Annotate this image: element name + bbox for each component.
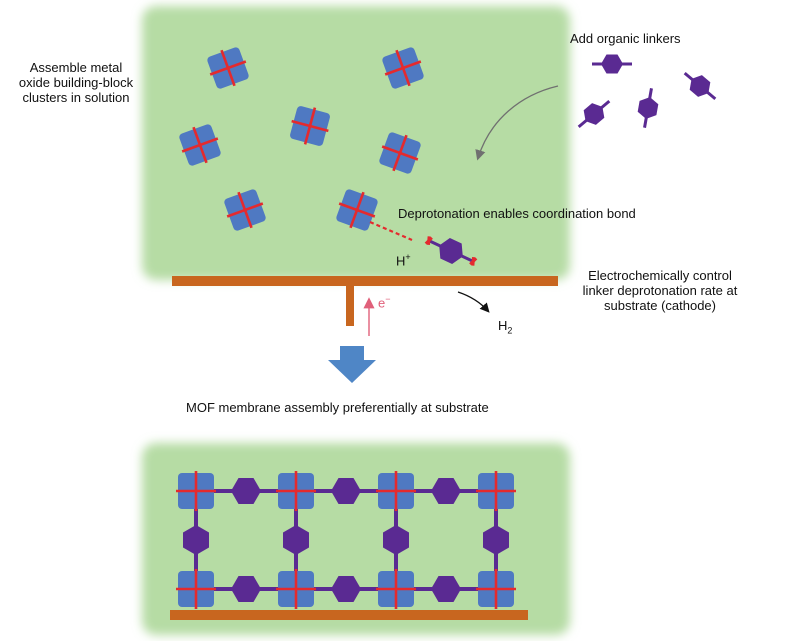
organic-linker-icon bbox=[483, 525, 509, 555]
mof-assembly-label: MOF membrane assembly preferentially at … bbox=[186, 400, 489, 415]
organic-linker-icon bbox=[331, 478, 361, 504]
electro-line-3: substrate (cathode) bbox=[603, 298, 716, 313]
metal-oxide-cluster-icon bbox=[290, 106, 330, 146]
substrate-bottom bbox=[170, 610, 528, 620]
organic-linker-icon bbox=[331, 576, 361, 602]
metal-oxide-cluster-icon bbox=[276, 471, 316, 511]
process-down-arrow-icon bbox=[328, 346, 376, 383]
organic-linker-icon bbox=[431, 576, 461, 602]
electro-line-1: Electrochemically control bbox=[588, 268, 732, 283]
metal-oxide-cluster-icon bbox=[376, 471, 416, 511]
proton-charge: + bbox=[405, 252, 411, 262]
metal-oxide-cluster-icon bbox=[476, 471, 516, 511]
mof-network bbox=[176, 471, 516, 609]
organic-linker-icon bbox=[231, 478, 261, 504]
add-linkers-label: Add organic linkers bbox=[570, 31, 681, 46]
hydrogen-symbol: H bbox=[498, 318, 508, 333]
metal-oxide-cluster-icon bbox=[382, 47, 424, 89]
linker-near-substrate bbox=[424, 236, 478, 266]
organic-linker-icon bbox=[577, 99, 611, 129]
metal-oxide-cluster-icon bbox=[336, 189, 378, 231]
organic-linker-icon bbox=[283, 525, 309, 555]
electron-symbol: e bbox=[378, 295, 386, 311]
assemble-line-1: Assemble metal bbox=[29, 60, 123, 75]
assemble-clusters-label: Assemble metal oxide building-block clus… bbox=[6, 60, 146, 105]
organic-linker-icon bbox=[383, 525, 409, 555]
organic-linker-icon bbox=[424, 236, 478, 266]
hydrogen-subscript: 2 bbox=[507, 325, 513, 336]
proton-label: H+ bbox=[396, 250, 411, 268]
metal-oxide-cluster-icon bbox=[207, 47, 249, 89]
organic-linker-icon bbox=[592, 54, 632, 74]
metal-oxide-cluster-icon bbox=[179, 124, 221, 166]
coordination-bond-line bbox=[369, 220, 413, 242]
organic-linker-icon bbox=[637, 88, 659, 128]
cluster-group-top bbox=[179, 47, 424, 231]
organic-linker-icon bbox=[431, 478, 461, 504]
metal-oxide-cluster-icon bbox=[176, 569, 216, 609]
proton-symbol: H bbox=[396, 253, 406, 269]
deprotonation-label: Deprotonation enables coordination bond bbox=[398, 206, 636, 221]
hydrogen-label: H2 bbox=[498, 318, 512, 339]
organic-linker-icon bbox=[231, 576, 261, 602]
metal-oxide-cluster-icon bbox=[476, 569, 516, 609]
substrate-cathode bbox=[172, 276, 558, 326]
electro-line-2: linker deprotonation rate at bbox=[582, 283, 738, 298]
electron-label: e− bbox=[378, 292, 391, 310]
add-linkers-arrow bbox=[475, 85, 559, 161]
assemble-line-2: oxide building-block bbox=[18, 75, 134, 90]
assemble-line-3: clusters in solution bbox=[22, 90, 130, 105]
electron-charge: − bbox=[385, 294, 391, 304]
metal-oxide-cluster-icon bbox=[276, 569, 316, 609]
metal-oxide-cluster-icon bbox=[224, 189, 266, 231]
hydrogen-arrow bbox=[457, 291, 490, 313]
metal-oxide-cluster-icon bbox=[379, 132, 421, 174]
linker-group-free bbox=[577, 54, 717, 129]
organic-linker-icon bbox=[683, 71, 717, 101]
metal-oxide-cluster-icon bbox=[376, 569, 416, 609]
electrochemical-label: Electrochemically control linker deproto… bbox=[560, 268, 760, 313]
metal-oxide-cluster-icon bbox=[176, 471, 216, 511]
organic-linker-icon bbox=[183, 525, 209, 555]
